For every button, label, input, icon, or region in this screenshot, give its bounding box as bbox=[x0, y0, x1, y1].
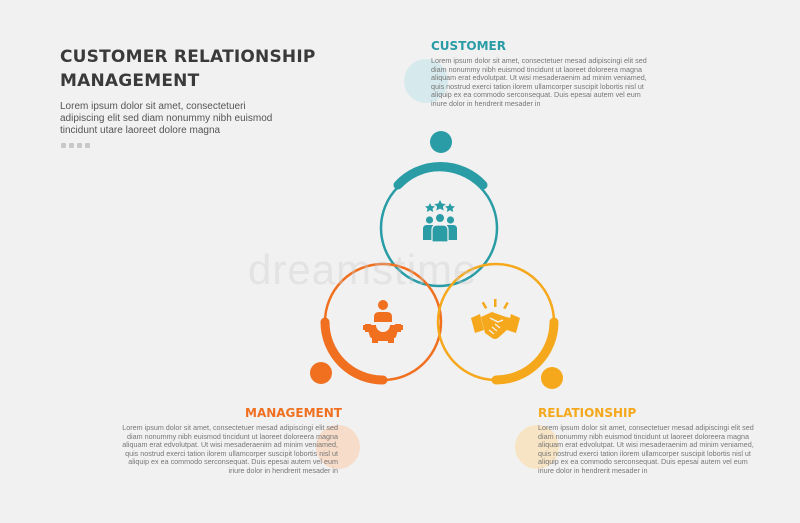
relationship-dot bbox=[541, 367, 563, 389]
customer-arc bbox=[393, 161, 488, 190]
title-line-1: CUSTOMER RELATIONSHIP bbox=[60, 47, 316, 67]
relationship-bubble bbox=[515, 425, 559, 469]
management-dot bbox=[310, 362, 332, 384]
handshake-icon bbox=[471, 299, 520, 339]
management-bubble bbox=[316, 425, 360, 469]
decorative-dots bbox=[61, 143, 90, 148]
customer-bubble bbox=[404, 59, 448, 103]
manager-gear-icon bbox=[363, 300, 403, 343]
management-title: MANAGEMENT bbox=[245, 406, 342, 420]
customer-circle-group bbox=[379, 131, 499, 288]
management-text: Lorem ipsum dolor sit amet, consectetuer… bbox=[122, 423, 338, 475]
customer-dot bbox=[430, 131, 452, 153]
customer-text: Lorem ipsum dolor sit amet, consectetuer… bbox=[431, 56, 647, 108]
dot bbox=[61, 143, 66, 148]
dot bbox=[69, 143, 74, 148]
customer-title: CUSTOMER bbox=[431, 39, 506, 53]
management-arc bbox=[320, 317, 388, 385]
relationship-text: Lorem ipsum dolor sit amet, consectetuer… bbox=[538, 423, 754, 475]
dot bbox=[85, 143, 90, 148]
relationship-title: RELATIONSHIP bbox=[538, 406, 637, 420]
relationship-arc bbox=[491, 317, 559, 385]
intro-text: Lorem ipsum dolor sit amet, consectetuer… bbox=[60, 101, 273, 136]
title-line-2: MANAGEMENT bbox=[60, 71, 200, 91]
management-circle-group bbox=[310, 262, 443, 385]
page-title: CUSTOMER RELATIONSHIP MANAGEMENT bbox=[60, 45, 320, 93]
dot bbox=[77, 143, 82, 148]
team-stars-icon bbox=[423, 200, 457, 243]
relationship-circle-group bbox=[436, 262, 563, 389]
